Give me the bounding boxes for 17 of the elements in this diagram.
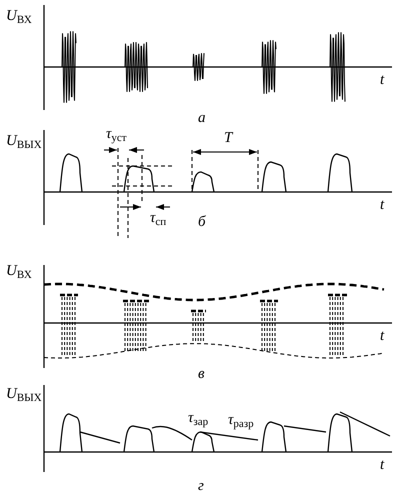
time-constant-label: τ$_{уст}$ <box>106 126 127 146</box>
axis-label: t <box>380 457 384 473</box>
axis-label: t <box>380 328 384 344</box>
axis-label: U$_{ВЫХ}$ <box>6 133 42 153</box>
axis-label: U$_{ВЫХ}$ <box>6 386 42 406</box>
axis-label: t <box>380 72 384 88</box>
axis-label: t <box>380 197 384 213</box>
panel-letter: г <box>198 478 204 494</box>
axis-label: U$_{ВХ}$ <box>6 263 32 283</box>
panel-letter: в <box>198 366 205 382</box>
panel-letter: а <box>198 110 206 126</box>
time-constant-label: τ$_{зар}$ <box>188 410 208 430</box>
panel-letter: б <box>198 214 206 230</box>
time-constant-label: τ$_{сп}$ <box>150 210 166 230</box>
period-label: T <box>224 130 232 146</box>
time-constant-label: τ$_{разр}$ <box>228 412 254 432</box>
axis-label: U$_{ВХ}$ <box>6 8 32 28</box>
